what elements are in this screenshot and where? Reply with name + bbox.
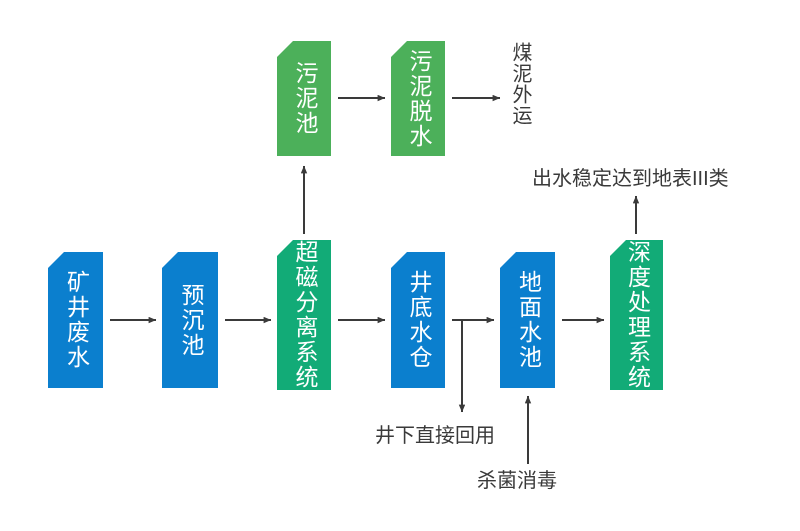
node-shaft-bottom-sump[interactable]: 井底水仓	[391, 252, 445, 388]
node-label: 矿井废水	[63, 270, 90, 370]
node-label: 预沉池	[177, 282, 204, 358]
node-surface-pond[interactable]: 地面水池	[500, 252, 555, 388]
node-label: 超磁分离系统	[291, 240, 318, 390]
node-sludge-tank[interactable]: 污泥池	[277, 41, 331, 156]
node-label: 污泥脱水	[405, 48, 432, 149]
node-sludge-dewatering[interactable]: 污泥脱水	[391, 41, 445, 156]
node-label: 地面水池	[515, 270, 542, 370]
node-super-magnetic-separation[interactable]: 超磁分离系统	[277, 240, 331, 390]
node-label: 污泥池	[291, 61, 318, 136]
node-label: 井底水仓	[405, 270, 432, 370]
label-effluent-standard: 出水稳定达到地表III类	[532, 168, 729, 190]
node-pre-sedimentation[interactable]: 预沉池	[162, 252, 218, 388]
node-mine-wastewater[interactable]: 矿井废水	[48, 252, 103, 388]
node-advanced-treatment[interactable]: 深度处理系统	[610, 240, 663, 390]
node-label: 深度处理系统	[624, 240, 651, 390]
label-coal-slurry-transport: 煤泥外运	[509, 42, 531, 126]
label-underground-direct-reuse: 井下直接回用	[375, 425, 495, 447]
label-disinfection: 杀菌消毒	[477, 470, 557, 492]
